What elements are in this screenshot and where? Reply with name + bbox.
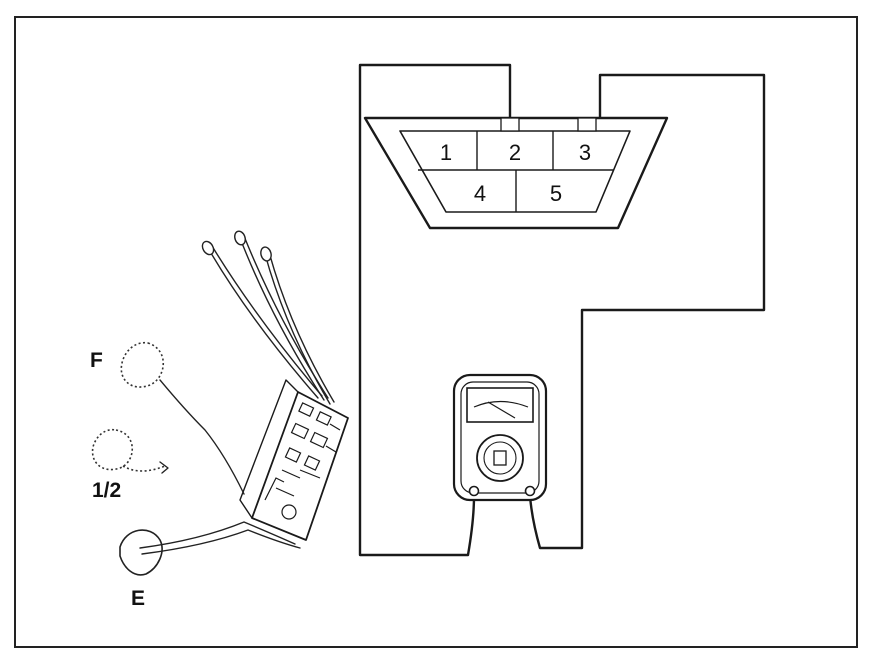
wiring-harness: F 1/2 E [90,230,349,610]
lead-wire-pin2 [358,63,512,557]
multimeter [452,373,548,502]
meter-needle [487,401,516,419]
meter-inner-body [460,381,540,494]
relay-module-body [251,391,349,541]
pin-label-3: 3 [579,140,591,165]
harness-lead-a-2 [211,245,323,397]
harness-lead-c [264,253,331,405]
diagnostic-connector: 1 2 3 4 5 [363,116,669,230]
pin-label-4: 4 [474,181,486,206]
meter-scale-arc [473,400,529,408]
terminal-half-lead [122,465,166,472]
terminal-f-wire [159,379,245,495]
harness-lead-c-2 [268,251,335,403]
harness-lead-a [207,247,319,399]
harness-lead-end-c [260,246,272,262]
terminal-e-wire [139,521,296,549]
meter-dial-knob [493,450,507,466]
pin2-terminal-tab [500,117,520,132]
pin-label-1: 1 [440,140,452,165]
pin-label-2: 2 [509,140,521,165]
meter-dial-inner [483,441,517,475]
lead-wire-pin3 [528,73,766,550]
harness-lead-b [239,237,325,401]
terminal-label-e: E [131,587,145,610]
terminal-label-half: 1/2 [92,479,121,502]
diagram-frame [14,16,858,648]
harness-lead-end-b [234,230,246,246]
terminal-label-f: F [90,349,103,372]
terminal-f-ring [120,341,164,388]
meter-jack-right [524,485,536,497]
pin-label-5: 5 [550,181,562,206]
terminal-e-wire-2 [141,529,301,555]
relay-module-circuitry [264,402,341,520]
pin3-terminal-tab [577,117,597,132]
terminal-half-tip [159,461,169,474]
terminal-half-ring [91,428,133,471]
relay-module-side [239,379,299,519]
meter-jack-left [468,485,480,497]
terminal-e-ring [119,529,163,576]
harness-lead-end-a [201,240,215,256]
